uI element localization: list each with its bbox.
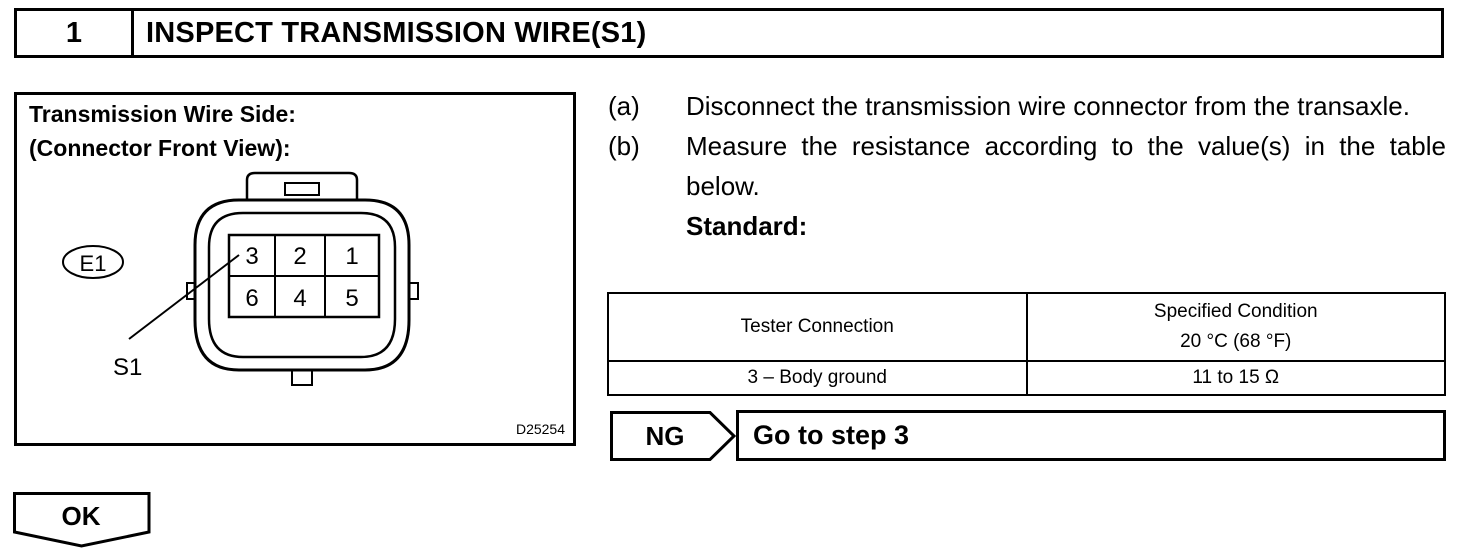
step-header: 1 INSPECT TRANSMISSION WIRE(S1) xyxy=(14,8,1444,58)
figure-caption-line1: Transmission Wire Side: xyxy=(29,101,296,127)
step-a-text: Disconnect the transmission wire connect… xyxy=(686,91,1410,121)
latch-slot xyxy=(284,182,320,196)
step-a: (a) Disconnect the transmission wire con… xyxy=(608,86,1446,126)
cell-condition: 11 to 15 Ω xyxy=(1025,360,1446,396)
cell-connection: 3 – Body ground xyxy=(607,360,1028,396)
step-number: 1 xyxy=(17,11,134,55)
ok-result-box: OK xyxy=(13,492,151,548)
pin-2: 2 xyxy=(293,243,306,270)
header-specified-condition: Specified Condition 20 °C (68 °F) xyxy=(1025,292,1446,362)
ng-result-box: NG xyxy=(610,411,738,461)
ok-label: OK xyxy=(61,500,101,531)
procedure-steps: (a) Disconnect the transmission wire con… xyxy=(608,86,1446,246)
pin-1: 1 xyxy=(345,243,358,270)
header-condition-line1: Specified Condition xyxy=(1153,301,1318,322)
figure-caption-line2: (Connector Front View): xyxy=(29,135,291,161)
step-b-label: (b) xyxy=(608,131,640,161)
ng-action: Go to step 3 xyxy=(736,410,1446,461)
figure-code: D25254 xyxy=(515,421,565,437)
ng-label: NG xyxy=(645,420,685,451)
step-a-label: (a) xyxy=(608,91,640,121)
header-tester-connection: Tester Connection xyxy=(607,292,1028,362)
callout-label: S1 xyxy=(113,354,142,381)
connector-diagram: 3 2 1 6 4 5 E1 S1 xyxy=(62,171,419,386)
step-title: INSPECT TRANSMISSION WIRE(S1) xyxy=(146,16,647,49)
table-header-row: Tester Connection Specified Condition 20… xyxy=(607,292,1446,362)
connector-code-label: E1 xyxy=(80,251,107,276)
connector-figure: Transmission Wire Side: (Connector Front… xyxy=(14,92,576,446)
table-row: 3 – Body ground 11 to 15 Ω xyxy=(607,360,1446,396)
header-condition-line2: 20 °C (68 °F) xyxy=(1180,331,1292,352)
connector-code-oval xyxy=(62,245,124,279)
standard-label: Standard: xyxy=(686,211,808,241)
step-b-text: Measure the resistance according to the … xyxy=(686,131,1446,201)
pin-3: 3 xyxy=(245,243,258,270)
pin-4: 4 xyxy=(293,285,306,312)
ng-arrow-shape xyxy=(610,411,737,461)
pin-6: 6 xyxy=(245,285,258,312)
spec-table: Tester Connection Specified Condition 20… xyxy=(607,292,1446,396)
step-b: (b) Measure the resistance according to … xyxy=(608,126,1446,206)
pin-5: 5 xyxy=(345,285,358,312)
ok-arrow-shape xyxy=(13,492,151,548)
callout-line xyxy=(128,254,240,340)
